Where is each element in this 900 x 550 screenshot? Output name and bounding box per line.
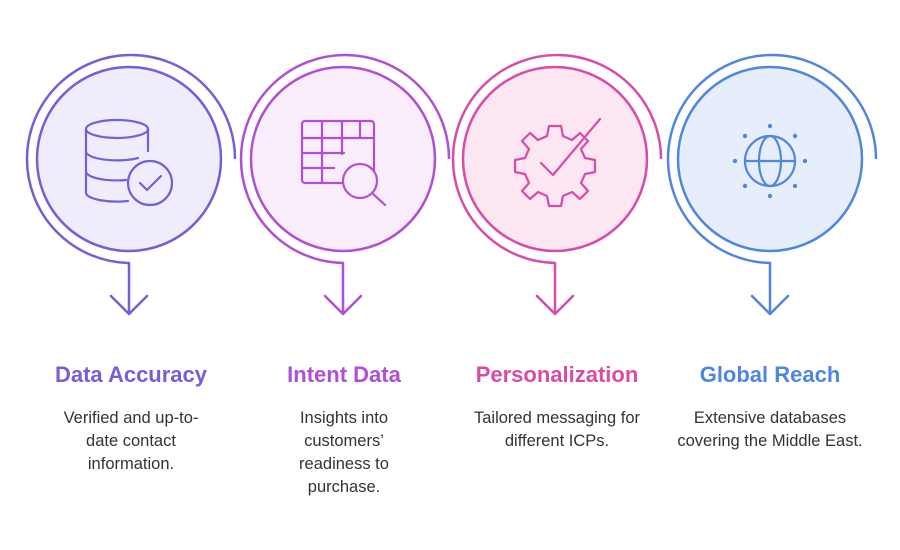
step-3-title: Personalization (475, 362, 639, 387)
step-2-graphic (239, 53, 451, 316)
step-4-down-arrow (750, 261, 790, 316)
step-2-outer-arc-arrow (239, 53, 451, 265)
step-2-down-arrow (323, 261, 363, 316)
step-3-graphic (451, 53, 663, 316)
step-3-circle (461, 65, 649, 253)
step-4-description: Extensive databases covering the Middle … (677, 409, 863, 450)
step-2-description: Insights into customers’ readiness to pu… (299, 409, 389, 496)
step-1-description: Verified and up-to-date contact informat… (63, 409, 199, 473)
step-3-description: Tailored messaging for different ICPs. (474, 409, 640, 450)
step-4-outer-arc-arrow (666, 53, 878, 265)
step-3-outer-arc-arrow (451, 53, 663, 265)
step-2-title: Intent Data (287, 362, 401, 387)
globe-icon (732, 123, 808, 199)
step-4-title: Global Reach (699, 362, 841, 387)
step-4-graphic (666, 53, 878, 316)
step-2-circle (249, 65, 437, 253)
step-1-graphic (25, 53, 237, 316)
gear-check-icon (513, 117, 602, 208)
step-3-down-arrow (535, 261, 575, 316)
process-diagram (25, 53, 878, 316)
step-1-down-arrow (109, 261, 149, 316)
step-4-circle (676, 65, 864, 253)
step-1-outer-arc-arrow (25, 53, 237, 265)
table-search-icon (300, 119, 387, 207)
step-1-title: Data Accuracy (54, 362, 208, 387)
database-check-icon (84, 118, 174, 207)
